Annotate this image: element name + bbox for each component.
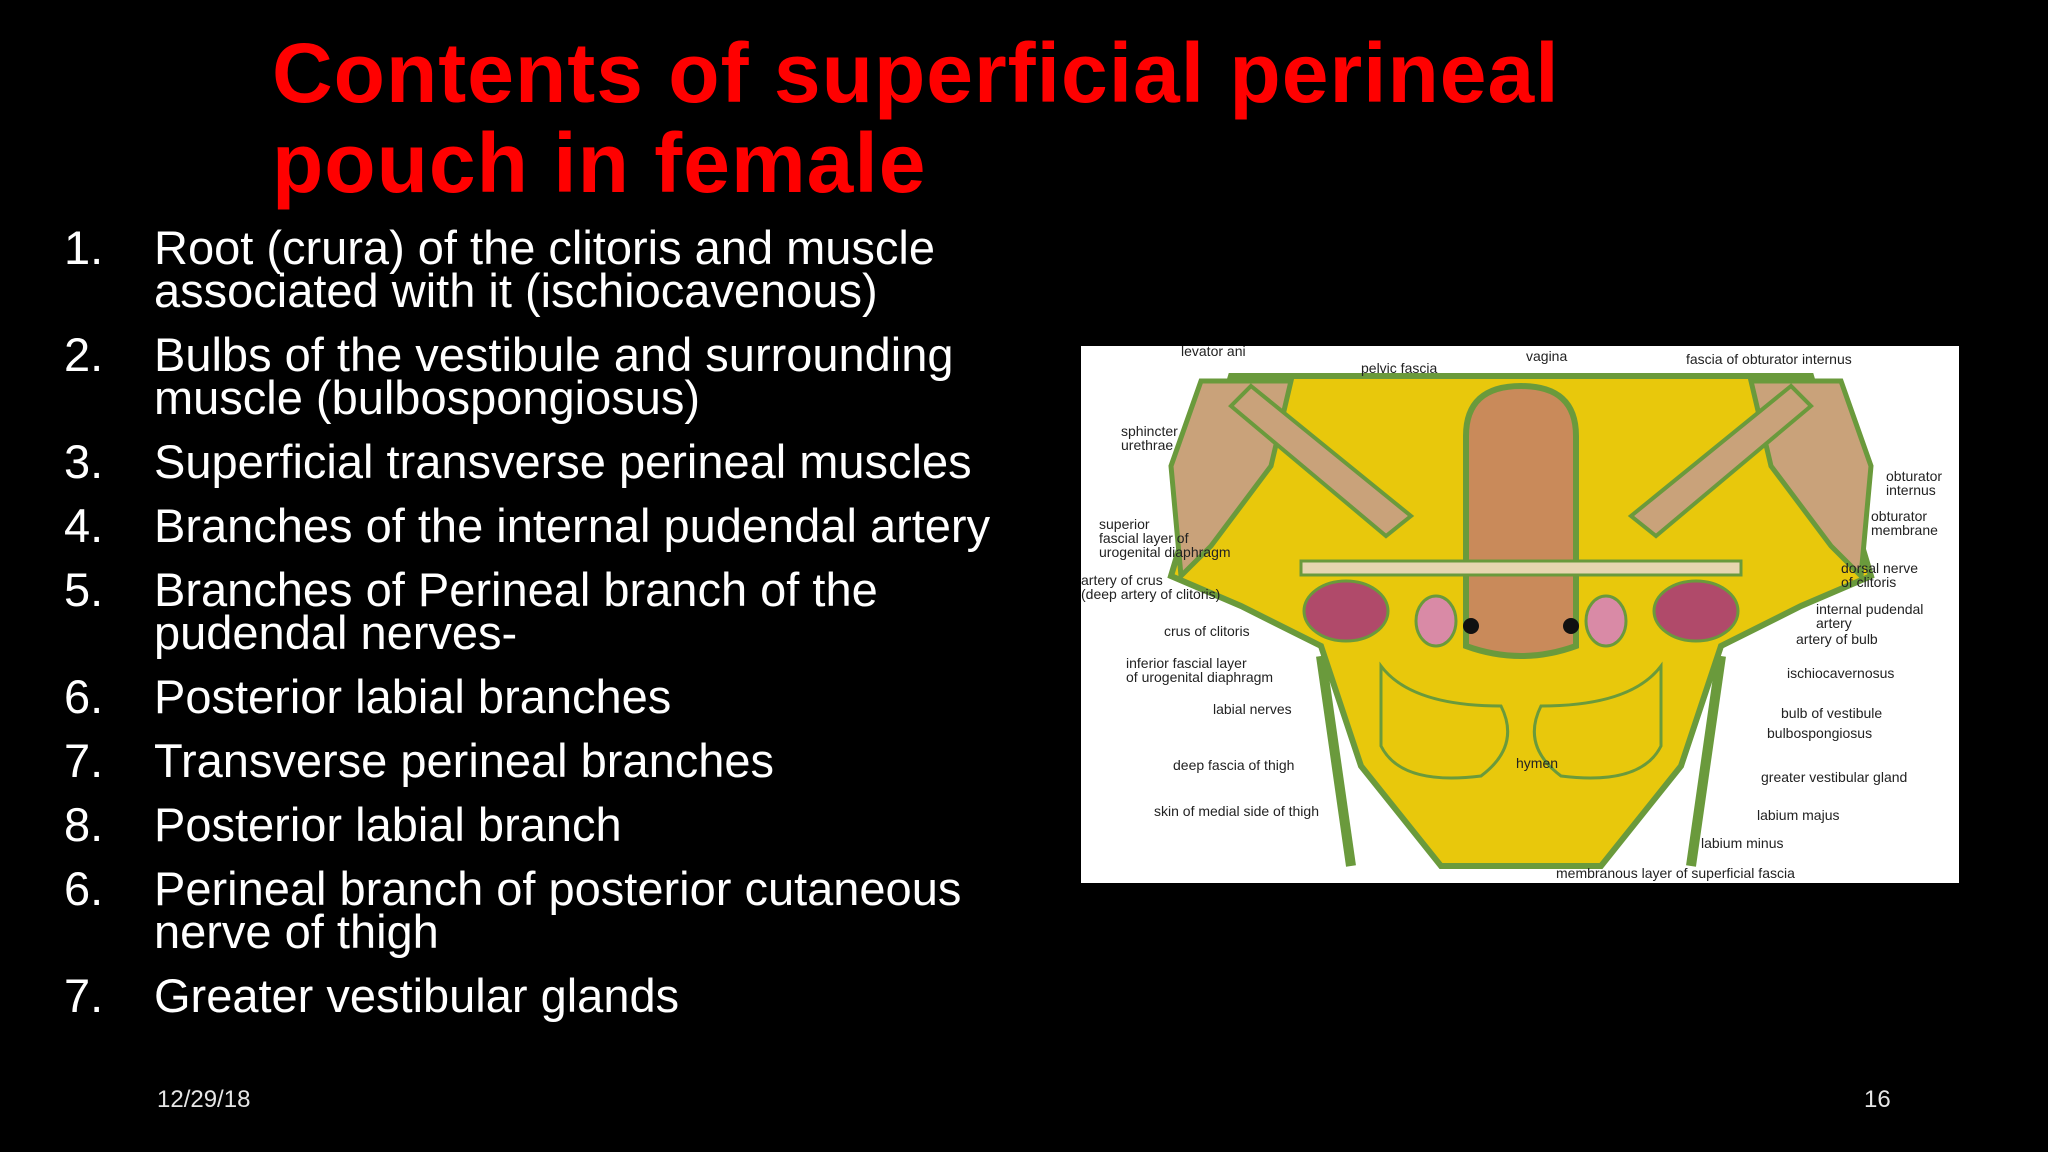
list-number: 7. (64, 969, 104, 1022)
label-superior-fascial-1: superior (1099, 516, 1150, 532)
label-labium-minus: labium minus (1701, 835, 1783, 851)
label-bulbospongiosus: bulbospongiosus (1767, 725, 1872, 741)
list-text: Posterior labial branches (154, 670, 672, 723)
list-number: 2. (64, 328, 104, 381)
list-text: Superficial transverse perineal muscles (154, 435, 972, 488)
label-obturator-int-1: obturator (1886, 468, 1942, 484)
label-levator-ani: levator ani (1181, 346, 1246, 359)
list-text: Branches of Perineal branch of the (154, 563, 878, 616)
list-item: 7. Transverse perineal branches (64, 734, 1084, 787)
left-labium (1379, 661, 1510, 780)
label-fascia-obturator: fascia of obturator internus (1686, 351, 1852, 367)
list-item: 2. Bulbs of the vestibule and surroundin… (64, 328, 1084, 424)
list-text: Greater vestibular glands (154, 969, 680, 1022)
list-item: 3. Superficial transverse perineal muscle… (64, 435, 1084, 488)
label-superior-fascial-3: urogenital diaphragm (1099, 544, 1231, 560)
list-text: Posterior labial branch (154, 798, 622, 851)
list-text-cont: muscle (bulbospongiosus) (154, 371, 701, 424)
left-levator-ani (1228, 383, 1415, 539)
list-text-cont: associated with it (ischiocavenous) (154, 264, 878, 317)
right-thigh-skin (1686, 655, 1726, 867)
list-item: 1. Root (crura) of the clitoris and muscl… (64, 221, 1084, 317)
title-line-1: Contents of superficial perineal (272, 26, 1560, 120)
list-text: Branches of the internal pudendal artery (154, 499, 991, 552)
right-levator-ani (1627, 383, 1814, 539)
label-crus-clitoris: crus of clitoris (1164, 623, 1250, 639)
slide-title: Contents of superficial perineal pouch i… (272, 28, 1832, 208)
label-inferior-fascial-1: inferior fascial layer (1126, 655, 1247, 671)
list-item: 6. Posterior labial branches (64, 670, 1084, 723)
label-artery-bulb: artery of bulb (1796, 631, 1878, 647)
label-obturator-int-2: internus (1886, 482, 1936, 498)
label-artery-crus-2: (deep artery of clitoris) (1081, 586, 1220, 602)
label-internal-pudendal-1: internal pudendal (1816, 601, 1923, 617)
anatomy-figure: levator ani pelvic fascia vagina fascia … (1081, 346, 1959, 883)
right-gland (1563, 618, 1579, 634)
list-text: Root (crura) of the clitoris and muscle (154, 221, 936, 274)
left-gland (1463, 618, 1479, 634)
label-ischiocavernosus: ischiocavernosus (1787, 665, 1894, 681)
list-item: 7. Greater vestibular glands (64, 969, 1084, 1022)
label-greater-gland: greater vestibular gland (1761, 769, 1907, 785)
list-text: Bulbs of the vestibule and surrounding (154, 328, 954, 381)
list-item: 8. Posterior labial branch (64, 798, 1084, 851)
title-line-2: pouch in female (272, 116, 927, 210)
vagina (1463, 382, 1579, 659)
slide-date: 12/29/18 (157, 1086, 251, 1113)
list-text-cont: pudendal nerves- (154, 606, 518, 659)
perineal-pouch-diagram: levator ani pelvic fascia vagina fascia … (1081, 346, 1942, 881)
list-text: Transverse perineal branches (154, 734, 775, 787)
list-number: 3. (64, 435, 104, 488)
left-thigh-skin (1316, 655, 1356, 867)
label-sphincter-1: sphincter (1121, 423, 1178, 439)
list-text: Perineal branch of posterior cutaneous (154, 862, 962, 915)
label-superior-fascial-2: fascial layer of (1099, 530, 1189, 546)
label-deep-fascia: deep fascia of thigh (1173, 757, 1294, 773)
list-text-cont: nerve of thigh (154, 905, 439, 958)
label-labial-nerves: labial nerves (1213, 701, 1292, 717)
right-crus (1652, 579, 1740, 643)
list-item: 6. Perineal branch of posterior cutaneou… (64, 862, 1084, 958)
content-list: 1. Root (crura) of the clitoris and muscl… (64, 221, 1084, 1038)
left-crus (1302, 579, 1390, 643)
label-sphincter-2: urethrae (1121, 437, 1173, 453)
label-artery-crus-1: artery of crus (1081, 572, 1163, 588)
label-labium-majus: labium majus (1757, 807, 1839, 823)
label-dorsal-nerve-1: dorsal nerve (1841, 560, 1918, 576)
label-vagina: vagina (1526, 348, 1567, 364)
label-internal-pudendal-2: artery (1816, 615, 1852, 631)
label-obturator-mem-2: membrane (1871, 522, 1938, 538)
label-dorsal-nerve-2: of clitoris (1841, 574, 1896, 590)
list-number: 8. (64, 798, 104, 851)
label-pelvic-fascia: pelvic fascia (1361, 360, 1437, 376)
list-number: 4. (64, 499, 104, 552)
right-labium (1532, 661, 1663, 780)
label-bulb-vestibule: bulb of vestibule (1781, 705, 1882, 721)
label-membranous-layer: membranous layer of superficial fascia (1556, 865, 1795, 881)
slide-number: 16 (1864, 1086, 1891, 1113)
list-number: 6. (64, 670, 104, 723)
list-item: 4. Branches of the internal pudendal arte… (64, 499, 1084, 552)
list-number: 6. (64, 862, 104, 915)
label-hymen: hymen (1516, 755, 1558, 771)
list-number: 5. (64, 563, 104, 616)
label-inferior-fascial-2: of urogenital diaphragm (1126, 669, 1273, 685)
label-skin-thigh: skin of medial side of thigh (1154, 803, 1319, 819)
right-bulb (1584, 594, 1628, 648)
left-bulb (1414, 594, 1458, 648)
list-number: 1. (64, 221, 104, 274)
label-obturator-mem-1: obturator (1871, 508, 1927, 524)
list-number: 7. (64, 734, 104, 787)
urogenital-diaphragm (1299, 559, 1743, 577)
